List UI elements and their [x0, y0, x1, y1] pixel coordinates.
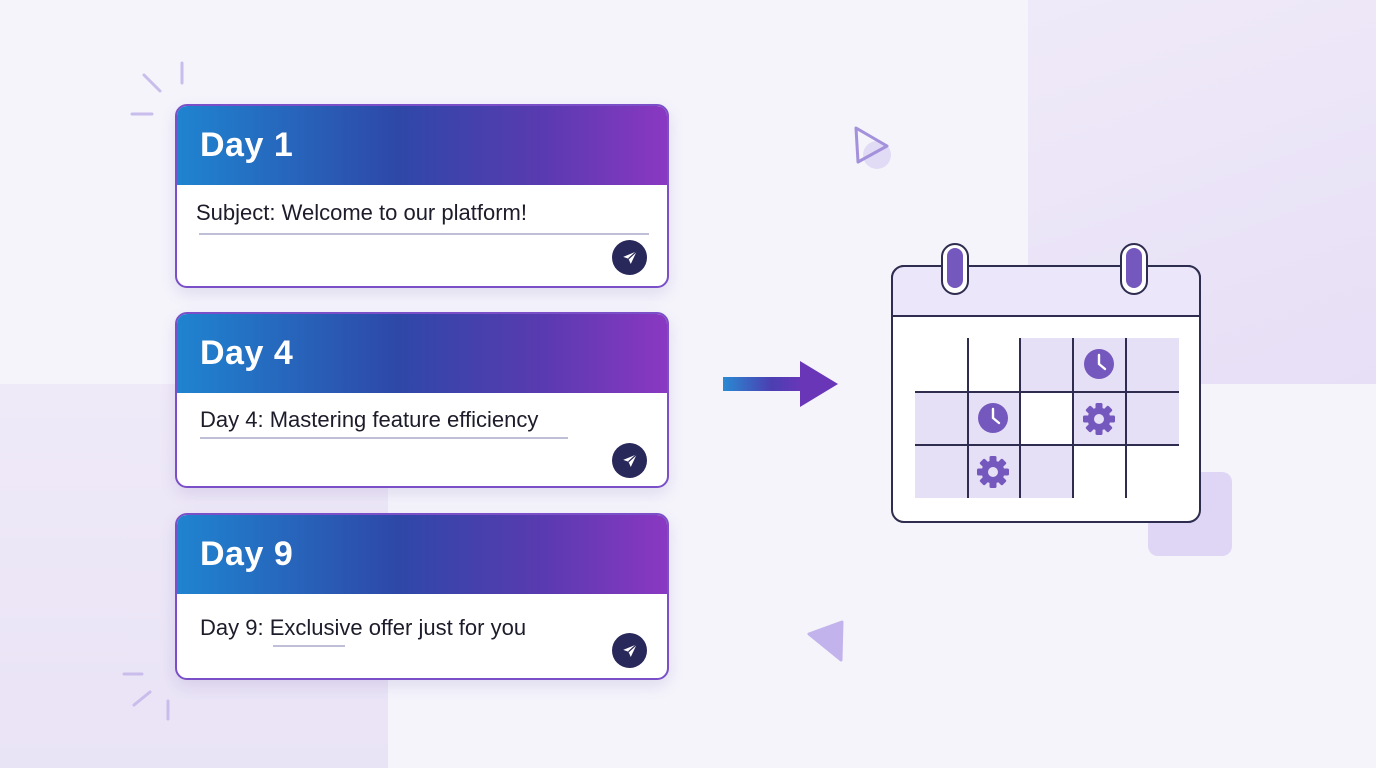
card-body: Subject: Welcome to our platform!	[177, 185, 667, 286]
card-body: Day 4: Mastering feature efficiency	[177, 393, 667, 486]
send-button[interactable]	[612, 240, 647, 275]
send-button[interactable]	[612, 443, 647, 478]
sparkle-lines-top	[130, 61, 184, 116]
send-icon	[622, 453, 637, 467]
triangle-icon	[807, 620, 844, 662]
send-icon	[622, 643, 637, 657]
gear-icon	[1083, 403, 1115, 435]
calendar-icon	[891, 243, 1201, 523]
arrow-right-icon	[723, 361, 838, 407]
send-icon	[622, 250, 637, 264]
card-header: Day 1	[177, 106, 667, 185]
card-header: Day 4	[177, 314, 667, 393]
card-subject: Day 4: Mastering feature efficiency	[200, 407, 539, 432]
card-body: Day 9: Exclusive offer just for you	[177, 594, 667, 678]
subject-underline	[273, 645, 345, 647]
card-subject: Subject: Welcome to our platform!	[196, 200, 527, 225]
card-title: Day 1	[200, 126, 294, 164]
card-title: Day 4	[200, 334, 294, 372]
email-card-day-4[interactable]: Day 4 Day 4: Mastering feature efficienc…	[175, 312, 669, 488]
subject-underline	[200, 437, 568, 439]
subject-underline	[199, 233, 649, 235]
sparkle-lines-bottom	[122, 672, 170, 721]
card-header: Day 9	[177, 515, 667, 594]
play-triangle-icon	[854, 126, 891, 169]
clock-icon	[1084, 349, 1114, 379]
card-title: Day 9	[200, 535, 294, 573]
email-card-day-9[interactable]: Day 9 Day 9: Exclusive offer just for yo…	[175, 513, 669, 680]
send-button[interactable]	[612, 633, 647, 668]
email-card-day-1[interactable]: Day 1 Subject: Welcome to our platform!	[175, 104, 669, 288]
card-subject: Day 9: Exclusive offer just for you	[200, 615, 527, 640]
clock-icon	[978, 403, 1008, 433]
gear-icon	[977, 456, 1009, 488]
